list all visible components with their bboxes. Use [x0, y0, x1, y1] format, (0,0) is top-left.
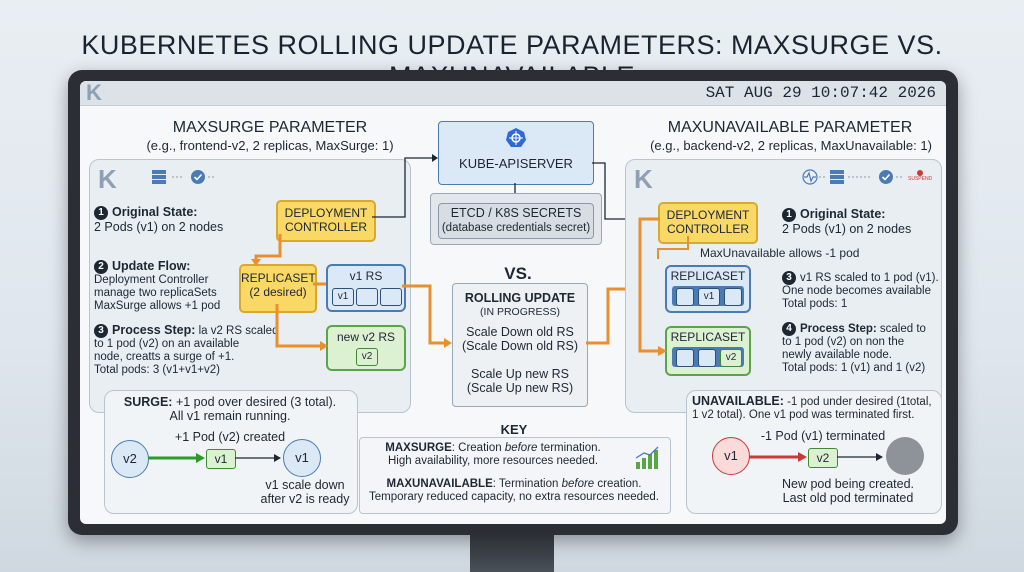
- replicaset-v2-box: REPLICASET v2: [665, 326, 751, 376]
- box-v1: v1: [206, 449, 236, 469]
- kubernetes-logo-icon: K: [634, 164, 653, 194]
- scale-down-text: Scale Down old RS(Scale Down old RS): [461, 325, 578, 353]
- circle-v1-terminated: v1: [712, 437, 750, 475]
- v1-rs-box: v1 RS v1: [326, 264, 406, 312]
- vs-label: VS.: [504, 264, 532, 283]
- step-number: 1: [782, 207, 796, 222]
- suspend-label: SUSPEND: [908, 176, 933, 182]
- box-v2: v2: [808, 448, 838, 468]
- step-number: 4: [782, 322, 796, 336]
- maxsurge-subheading: (e.g., frontend-v2, 2 replicas, MaxSurge…: [146, 138, 394, 153]
- terminated-label: -1 Pod (v1) terminated: [760, 429, 886, 443]
- surge-description: SURGE: +1 pod over desired (3 total). Al…: [123, 395, 337, 423]
- v2-rs-box: new v2 RS v2: [326, 325, 406, 371]
- pod-empty: [356, 288, 378, 306]
- scale-up-text: Scale Up new RS(Scale Up new RS): [466, 367, 574, 395]
- left-flow-arrows: [251, 154, 452, 351]
- pod-empty: [724, 288, 742, 306]
- monitor-screen: K SAT AUG 29 10:07:42 2026 MAXSURGE PARA…: [80, 81, 946, 524]
- rolling-update-box: ROLLING UPDATE (IN PROGRESS) Scale Down …: [452, 283, 588, 407]
- kube-apiserver-box: KUBE-APISERVER: [438, 121, 594, 185]
- monitor-stand: [470, 534, 554, 572]
- clock: SAT AUG 29 10:07:42 2026: [705, 84, 936, 102]
- unavailable-description: UNAVAILABLE: -1 pod under desired (1tota…: [692, 394, 932, 422]
- unavailable-arrows: [749, 452, 883, 462]
- pod-empty: [698, 349, 716, 367]
- kubernetes-logo-icon: K: [86, 81, 102, 105]
- pod-empty: [676, 349, 694, 367]
- terminated-pod-icon: [886, 437, 924, 475]
- step-number: 1: [94, 205, 108, 220]
- key-maxsurge: MAXSURGE: Creation before termination. H…: [385, 442, 601, 467]
- maxunavailable-heading: MAXUNAVAILABLE PARAMETER: [667, 119, 913, 136]
- etcd-secrets-box: ETCD / K8S SECRETS(database credentials …: [438, 203, 594, 239]
- maxsurge-heading: MAXSURGE PARAMETER: [172, 119, 368, 136]
- key-maxunavailable: MAXUNAVAILABLE: Termination before creat…: [369, 478, 659, 503]
- kubernetes-wheel-icon: [506, 128, 526, 147]
- circle-v2: v2: [111, 440, 149, 478]
- bar-chart-icon: [635, 446, 659, 469]
- pod-v1: v1: [698, 288, 720, 306]
- surge-arrows: [148, 453, 281, 463]
- right-flow-arrows: [638, 217, 689, 356]
- right-status-icons: [802, 169, 923, 185]
- step-number: 2: [94, 260, 108, 274]
- new-pod-label: New pod being created.Last old pod termi…: [781, 477, 915, 505]
- pod-v2: v2: [720, 349, 742, 367]
- pod-v2: v2: [356, 348, 378, 366]
- server-icon: [152, 170, 216, 184]
- surge-created-label: +1 Pod (v2) created: [174, 430, 286, 444]
- replicaset-v1-box: REPLICASET v1: [665, 265, 751, 313]
- key-panel: [359, 437, 671, 514]
- step-number: 3: [94, 324, 108, 338]
- top-bar: K SAT AUG 29 10:07:42 2026: [80, 81, 946, 106]
- step-number: 3: [782, 271, 796, 285]
- maxunavailable-subheading: (e.g., backend-v2, 2 replicas, MaxUnavai…: [650, 138, 932, 153]
- maxunavailable-allows: MaxUnavailable allows -1 pod: [700, 246, 860, 260]
- key-title: KEY: [500, 422, 528, 437]
- pod-v1: v1: [332, 288, 354, 306]
- pod-empty: [380, 288, 402, 306]
- circle-v1: v1: [283, 439, 321, 477]
- pod-empty: [676, 288, 694, 306]
- kubernetes-logo-icon: K: [98, 164, 117, 194]
